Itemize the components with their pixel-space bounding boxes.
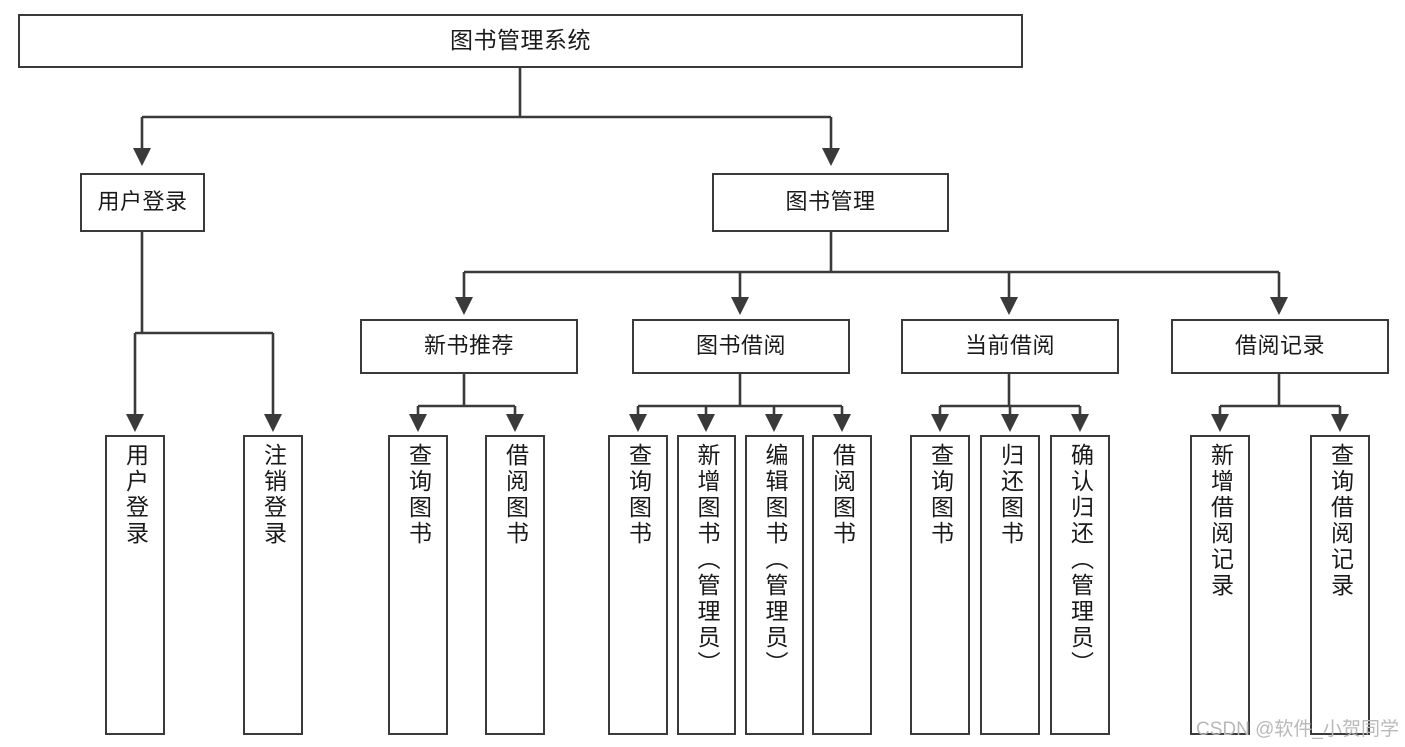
- leaf-new-book-borrow[interactable]: 借阅图书: [485, 435, 545, 735]
- node-root-system[interactable]: 图书管理系统: [18, 14, 1023, 68]
- node-label: 图书管理: [785, 189, 876, 215]
- node-label: 查询图书: [405, 443, 432, 547]
- node-borrow-record[interactable]: 借阅记录: [1171, 319, 1389, 374]
- node-new-book-recommend[interactable]: 新书推荐: [360, 319, 578, 374]
- node-label: 当前借阅: [964, 333, 1055, 359]
- leaf-borrow-query-book[interactable]: 查询图书: [608, 435, 668, 735]
- node-label: 借阅图书: [502, 443, 529, 547]
- node-label: 新增图书（管理员）: [694, 443, 720, 677]
- node-book-borrow[interactable]: 图书借阅: [632, 319, 850, 374]
- csdn-watermark: CSDN @软件_小贺同学: [1196, 719, 1399, 740]
- node-current-borrow[interactable]: 当前借阅: [901, 319, 1119, 374]
- node-label: 查询借阅记录: [1327, 443, 1354, 599]
- leaf-borrow-edit-book-admin[interactable]: 编辑图书（管理员）: [745, 435, 804, 735]
- leaf-current-return-book[interactable]: 归还图书: [980, 435, 1040, 735]
- node-label: 借阅记录: [1234, 333, 1325, 359]
- node-label: 新书推荐: [423, 333, 514, 359]
- node-label: 查询图书: [927, 443, 954, 547]
- leaf-record-query-record[interactable]: 查询借阅记录: [1310, 435, 1370, 735]
- node-label: 归还图书: [997, 443, 1024, 547]
- node-book-management[interactable]: 图书管理: [712, 173, 949, 232]
- leaf-new-book-query[interactable]: 查询图书: [388, 435, 448, 735]
- node-user-login[interactable]: 用户登录: [80, 173, 205, 232]
- leaf-current-confirm-return-admin[interactable]: 确认归还（管理员）: [1050, 435, 1110, 735]
- node-label: 用户登录: [97, 189, 188, 215]
- leaf-current-query-book[interactable]: 查询图书: [910, 435, 970, 735]
- node-label: 新增借阅记录: [1207, 443, 1234, 599]
- leaf-borrow-borrow-book[interactable]: 借阅图书: [812, 435, 872, 735]
- node-label: 注销登录: [260, 443, 287, 547]
- leaf-user-login-logout[interactable]: 注销登录: [243, 435, 303, 735]
- node-label: 用户登录: [122, 443, 149, 547]
- node-label: 图书管理系统: [450, 27, 591, 54]
- node-label: 借阅图书: [829, 443, 856, 547]
- node-label: 编辑图书（管理员）: [762, 443, 788, 677]
- leaf-borrow-add-book-admin[interactable]: 新增图书（管理员）: [677, 435, 736, 735]
- node-label: 图书借阅: [695, 333, 786, 359]
- leaf-user-login-login[interactable]: 用户登录: [105, 435, 165, 735]
- node-label: 确认归还（管理员）: [1067, 443, 1094, 677]
- node-label: 查询图书: [625, 443, 652, 547]
- leaf-record-add-record[interactable]: 新增借阅记录: [1190, 435, 1250, 735]
